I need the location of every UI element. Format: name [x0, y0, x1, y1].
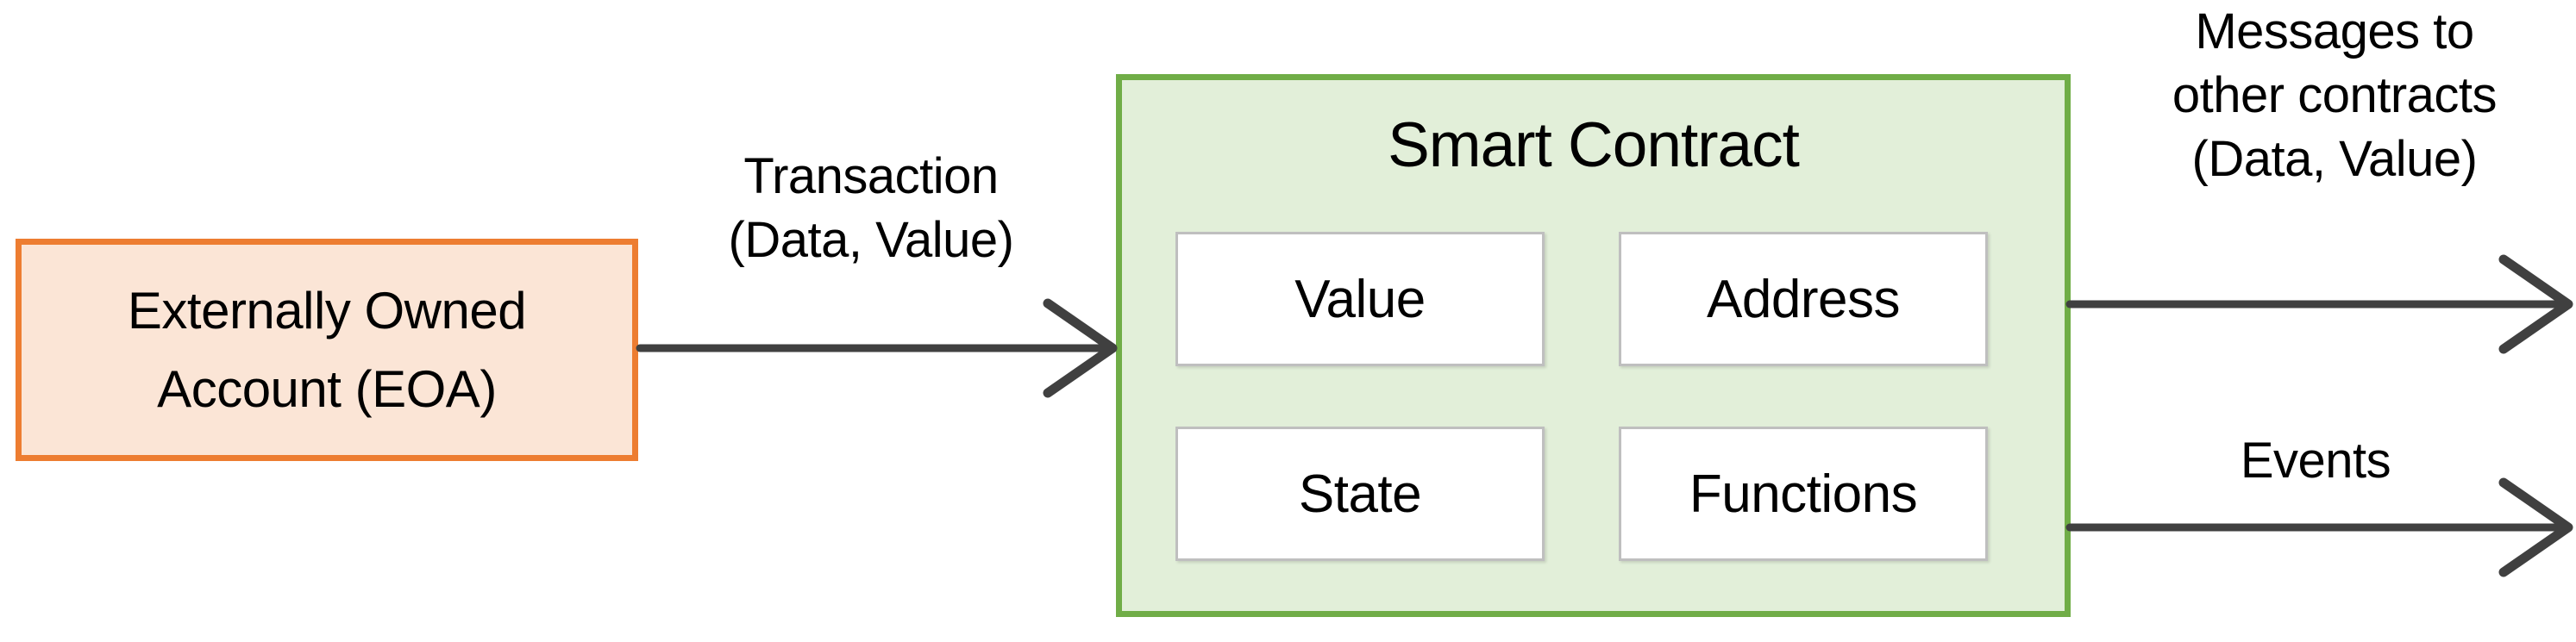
events-arrow [2065, 477, 2573, 577]
transaction-edge-label: Transaction (Data, Value) [655, 145, 1087, 272]
messages-edge-label: Messages to other contracts (Data, Value… [2097, 0, 2572, 192]
contract-cell-functions: Functions [1619, 427, 1988, 561]
messages-arrow [2065, 254, 2573, 354]
events-edge-label: Events [2130, 429, 2501, 493]
transaction-arrow [636, 298, 1118, 398]
transaction-label-line-1: Transaction [743, 148, 999, 204]
messages-label-line-2: other contracts [2172, 67, 2498, 124]
contract-cell-address: Address [1619, 232, 1988, 366]
events-label-line-1: Events [2240, 433, 2391, 489]
eoa-node: Externally Owned Account (EOA) [16, 239, 638, 461]
smart-contract-node: Smart Contract Value Address State Funct… [1116, 74, 2071, 617]
eoa-label-line-2: Account (EOA) [157, 360, 497, 418]
transaction-label-line-2: (Data, Value) [728, 212, 1014, 269]
contract-cell-value: Value [1175, 232, 1545, 366]
contract-cell-state: State [1175, 427, 1545, 561]
smart-contract-title: Smart Contract [1388, 110, 1800, 180]
messages-label-line-1: Messages to [2195, 3, 2474, 59]
messages-label-line-3: (Data, Value) [2191, 131, 2478, 188]
eoa-label-line-1: Externally Owned [127, 281, 527, 340]
